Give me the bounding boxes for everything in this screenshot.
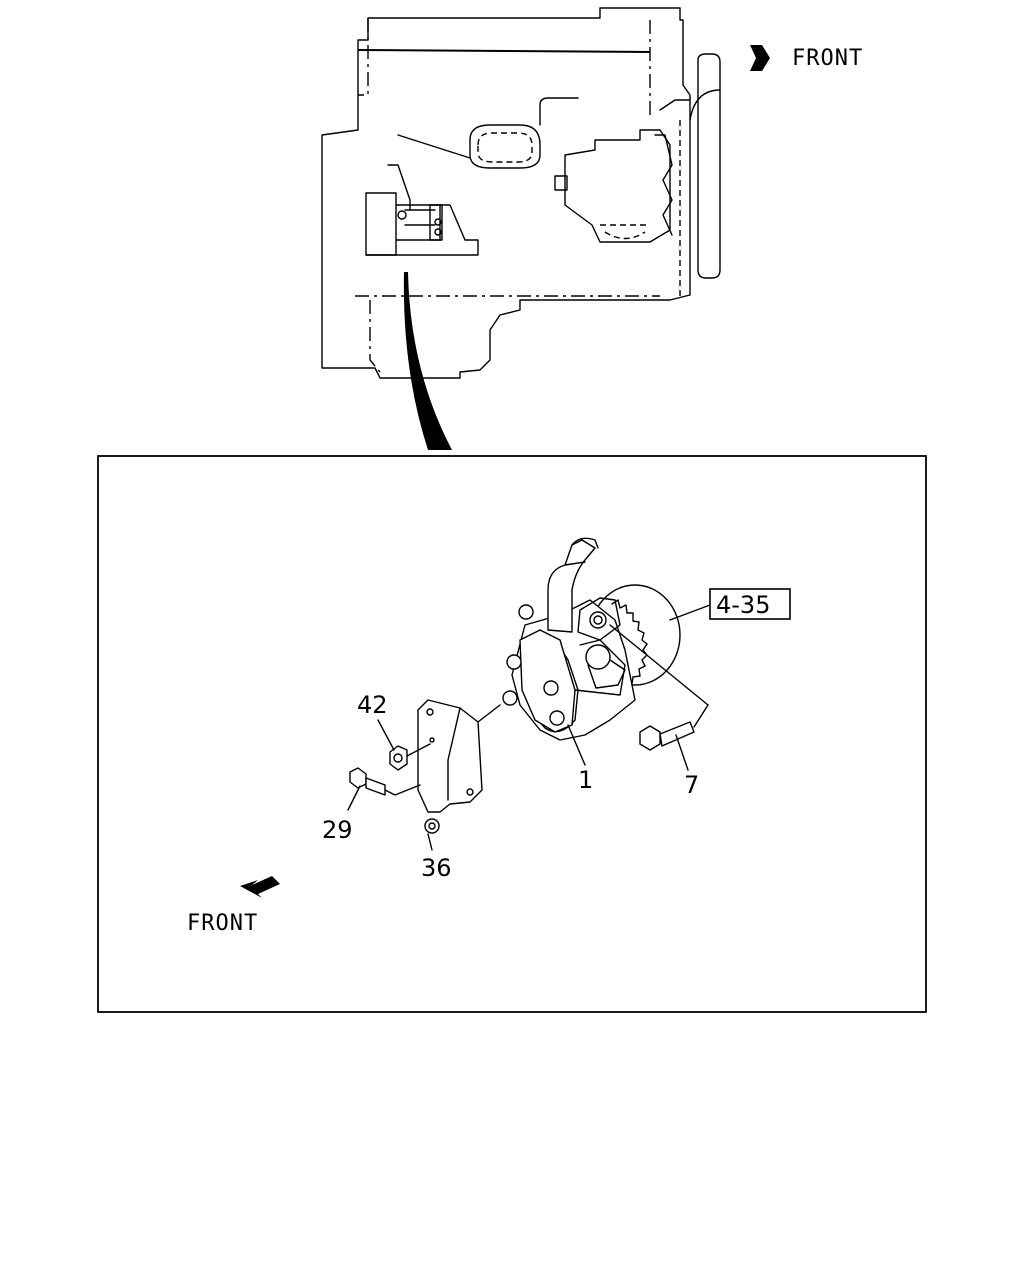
front-label-bottom: FRONT [187, 911, 258, 936]
label-42: 42 [357, 691, 388, 719]
callout-sweep [403, 272, 452, 450]
label-36: 36 [421, 854, 452, 882]
arrow-down-left-icon [240, 876, 280, 898]
arrow-right-icon [750, 45, 770, 71]
bolt-7 [639, 704, 709, 751]
nut-42 [389, 743, 431, 771]
engine-overview [321, 7, 721, 379]
front-arrow-bottom: FRONT [187, 876, 280, 936]
front-label-top: FRONT [792, 46, 863, 71]
part-labels: 42 29 36 1 7 [322, 691, 699, 882]
label-1: 1 [578, 766, 593, 794]
front-arrow-top: FRONT [750, 45, 863, 71]
ref-box-label: 4-35 [716, 591, 770, 619]
bolt-29 [349, 767, 421, 796]
reference-box: 4-35 [709, 588, 791, 620]
label-29: 29 [322, 816, 353, 844]
bolt-36 [424, 818, 440, 834]
vacuum-pump [502, 537, 636, 741]
leader-lines [347, 604, 711, 851]
label-7: 7 [684, 771, 699, 799]
mounting-bracket [417, 699, 501, 813]
detail-frame [97, 455, 927, 1013]
